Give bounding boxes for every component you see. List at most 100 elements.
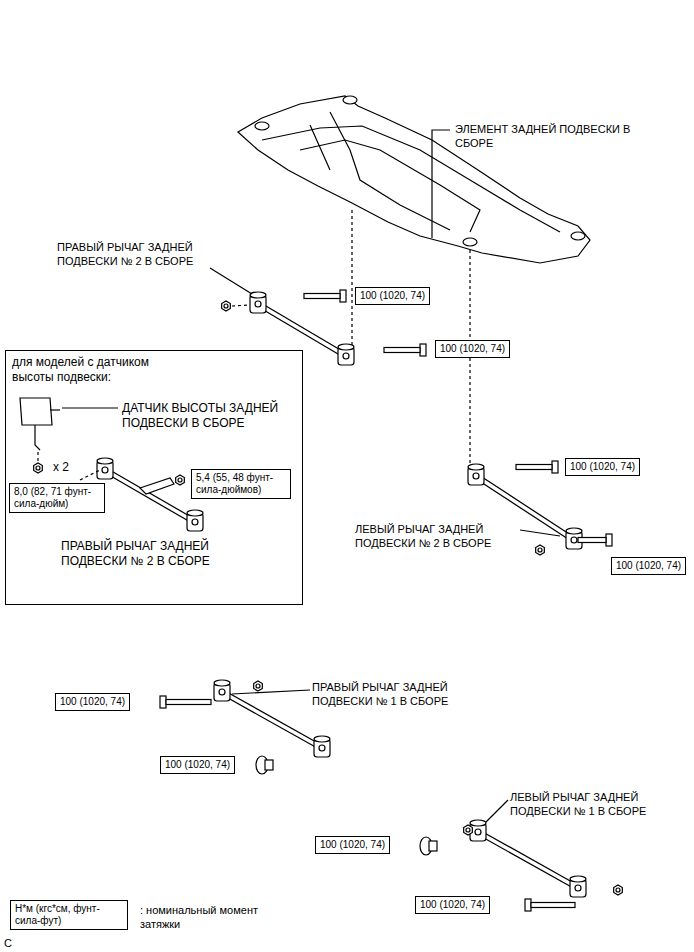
bolt-shaft xyxy=(531,903,575,908)
bushing-hole xyxy=(343,353,349,359)
part-name: ПРАВЫЙ РЫЧАГ ЗАДНЕЙ ПОДВЕСКИ № 2 В СБОРЕ xyxy=(57,240,217,269)
torque-value: 8,0 (82, 71 фунт-сила-дюйм) xyxy=(14,486,100,510)
torque-box: 100 (1020, 74) xyxy=(415,896,490,914)
bolt-head xyxy=(340,290,346,302)
leader-line xyxy=(210,268,252,294)
nut xyxy=(176,475,185,485)
torque-value: 100 (1020, 74) xyxy=(420,899,485,911)
bushing-top xyxy=(570,876,586,882)
sensor-link xyxy=(50,409,60,410)
torque-box: 100 (1020, 74) xyxy=(55,693,130,711)
part-name: ДАТЧИК ВЫСОТЫ ЗАДНЕЙ ПОДВЕСКИ В СБОРЕ xyxy=(122,401,300,431)
bushing-hole xyxy=(475,829,481,835)
bolt-head xyxy=(429,841,437,851)
leader-line xyxy=(232,690,310,694)
bushing-top xyxy=(338,344,354,350)
guide-line xyxy=(80,470,100,480)
height-sensor xyxy=(20,398,52,425)
bolt-shaft xyxy=(578,538,606,543)
legend-unit-box: Н*м (кгс*см, фунт-сила-фут) xyxy=(10,900,128,930)
mount-bush xyxy=(571,232,585,240)
torque-value: 100 (1020, 74) xyxy=(320,839,385,851)
arm-rod xyxy=(258,304,346,356)
torque-value: 100 (1020, 74) xyxy=(616,560,681,572)
bushing-top xyxy=(187,510,203,516)
torque-box: 5,4 (55, 48 фунт-сила-дюймов) xyxy=(191,469,291,499)
leader-line xyxy=(62,407,118,408)
torque-value: 100 (1020, 74) xyxy=(60,696,125,708)
bushing-top xyxy=(250,292,266,298)
guide-line xyxy=(469,250,470,466)
nut-hole xyxy=(224,304,228,308)
mount-bush xyxy=(463,238,477,246)
nut-hole xyxy=(538,548,542,552)
subframe-edge xyxy=(310,125,330,170)
bolt-head xyxy=(160,696,166,708)
bolt-shaft xyxy=(304,294,340,299)
nut xyxy=(536,545,545,555)
part-name: ПРАВЫЙ РЫЧАГ ЗАДНЕЙ ПОДВЕСКИ № 2 В СБОРЕ xyxy=(61,539,241,569)
leader-line xyxy=(486,800,508,822)
torque-box: 100 (1020, 74) xyxy=(611,557,686,575)
nut-hole xyxy=(36,466,40,470)
bolt-head xyxy=(606,534,612,546)
figure-code: C xyxy=(4,936,24,950)
arm-rod xyxy=(105,470,195,522)
torque-value: 100 (1020, 74) xyxy=(440,343,505,355)
torque-box: 100 (1020, 74) xyxy=(435,340,510,358)
bushing-hole xyxy=(473,473,479,479)
guide-line xyxy=(351,210,352,348)
nut-hole xyxy=(616,888,620,892)
bushing-top xyxy=(470,820,486,826)
nut-hole xyxy=(256,684,260,688)
nut-hole xyxy=(178,478,182,482)
part-name: ЛЕВЫЙ РЫЧАГ ЗАДНЕЙ ПОДВЕСКИ № 1 В СБОРЕ xyxy=(510,790,685,819)
legend-text: : номинальный момент затяжки xyxy=(140,903,260,932)
bushing-hole xyxy=(102,467,108,473)
inset-heading: для моделей с датчиком высоты подвески: xyxy=(12,355,182,385)
bushing-top xyxy=(314,736,330,742)
bushing-hole xyxy=(255,301,261,307)
torque-box: 100 (1020, 74) xyxy=(355,287,430,305)
mount-bush xyxy=(255,122,269,130)
torque-value: 100 (1020, 74) xyxy=(165,759,230,771)
arm-rod xyxy=(476,476,574,540)
guide-line xyxy=(232,305,250,306)
torque-value: 100 (1020, 74) xyxy=(360,290,425,302)
nut-hole xyxy=(466,828,470,832)
bushing-top xyxy=(97,458,113,464)
bushing-hole xyxy=(192,519,198,525)
bolt-head xyxy=(525,899,531,911)
inset-frame: для моделей с датчиком высоты подвески: Д… xyxy=(5,350,303,605)
bolt-head xyxy=(552,461,558,473)
sensor-bracket xyxy=(140,478,174,494)
bushing-hole xyxy=(571,537,577,543)
arm-rod-fill xyxy=(258,304,346,356)
leader-line xyxy=(520,530,560,536)
leader-line xyxy=(432,130,450,238)
nut xyxy=(34,463,43,473)
arm-rod-fill xyxy=(222,692,322,748)
nut xyxy=(614,885,623,895)
torque-box: 100 (1020, 74) xyxy=(315,836,390,854)
arm-rod xyxy=(222,692,322,748)
nut xyxy=(464,825,473,835)
bolt-shaft xyxy=(516,465,552,470)
subframe xyxy=(238,96,590,263)
bolt-head xyxy=(265,760,273,770)
guide-line xyxy=(37,452,38,462)
bolt-shaft xyxy=(166,700,211,705)
torque-value: 5,4 (55, 48 фунт-сила-дюймов) xyxy=(196,472,286,496)
bolt-head xyxy=(420,344,426,356)
torque-value: 100 (1020, 74) xyxy=(570,461,635,473)
bushing-hole xyxy=(219,689,225,695)
nut xyxy=(254,681,263,691)
drawing xyxy=(20,96,622,911)
bushing-top xyxy=(566,528,582,534)
bushing-hole xyxy=(575,885,581,891)
part-name: ЭЛЕМЕНТ ЗАДНЕЙ ПОДВЕСКИ В СБОРЕ xyxy=(455,122,635,151)
torque-box: 100 (1020, 74) xyxy=(160,756,235,774)
torque-value: Н*м (кгс*см, фунт-сила-фут) xyxy=(15,903,123,927)
arm-rod-fill xyxy=(478,832,578,888)
